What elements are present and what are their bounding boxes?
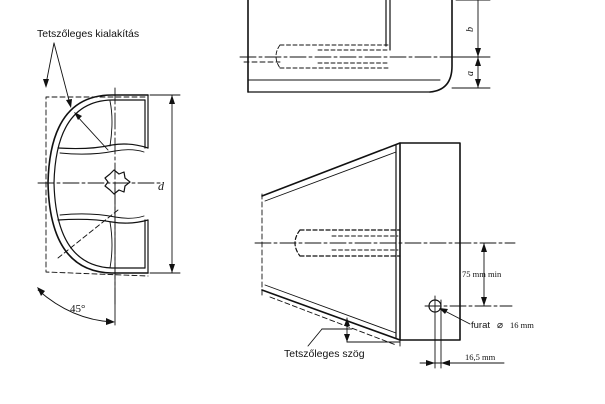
dimension-d-label: d <box>158 179 165 193</box>
tapered-side-view: 75 mm min furat ⌀ 16 mm 16,5 mm Tetszőle… <box>254 142 534 369</box>
leader-arrow-1 <box>43 79 49 88</box>
end-view-body <box>47 94 149 274</box>
end-view-inner-edge <box>53 99 146 269</box>
dimension-a-label: a <box>465 71 476 76</box>
hole-value: 16 mm <box>510 320 534 330</box>
hole-prefix: furat <box>471 320 490 331</box>
taper-outline <box>261 142 461 341</box>
dimension-165-label: 16,5 mm <box>465 352 496 362</box>
dimension-b-label: b <box>465 27 476 32</box>
leader-line-1 <box>45 42 55 85</box>
leader-arrow-2 <box>66 99 72 108</box>
label-optional-shape: Tetszőleges kialakítás <box>37 28 139 40</box>
hole-symbol: ⌀ <box>497 320 503 331</box>
angle-label: 45° <box>70 303 85 315</box>
optional-angle-edge <box>269 296 397 346</box>
label-optional-angle: Tetszőleges szög <box>284 348 365 360</box>
top-view-corner <box>429 0 453 93</box>
top-view-hidden-bore <box>275 44 391 69</box>
hole-callout: furat ⌀ 16 mm <box>471 315 534 332</box>
lower-slot-edge <box>57 218 149 224</box>
top-side-view: b a <box>239 0 491 93</box>
dimension-75-label: 75 mm min <box>462 269 502 279</box>
leader-line-2 <box>53 42 71 105</box>
left-end-view: Tetszőleges kialakítás <box>37 28 181 326</box>
angle-arc <box>37 289 114 323</box>
upper-slot-edge <box>57 143 149 150</box>
center-hole <box>104 169 131 195</box>
